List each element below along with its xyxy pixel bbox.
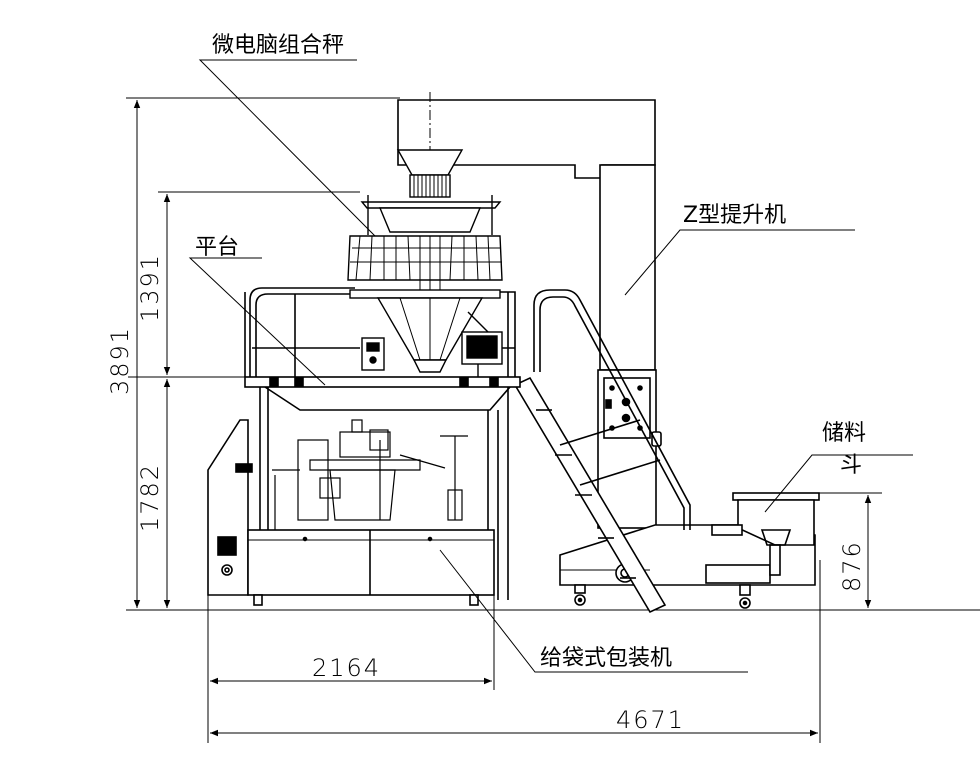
packing-machine-drawing <box>207 419 495 606</box>
storage-hopper-drawing <box>711 492 820 576</box>
dim-total-height: 3891 <box>106 326 134 395</box>
dim-packer-height: 1782 <box>136 463 164 532</box>
label-elevator: Z型提升机 <box>683 203 786 228</box>
dim-packer-width: 2164 <box>312 654 381 682</box>
component-labels: 微电脑组合秤 平台 Z型提升机 储料 斗 给袋式包装机 <box>195 33 866 671</box>
staircase-drawing <box>513 289 691 614</box>
dimension-values: 3891 1391 1782 876 2164 4671 <box>106 253 866 734</box>
label-hopper-line2: 斗 <box>840 453 862 478</box>
label-platform: 平台 <box>195 235 239 260</box>
multihead-weigher-drawing <box>347 149 503 377</box>
platform-drawing <box>244 287 521 600</box>
leader-lines <box>188 59 913 673</box>
dim-weigher-height: 1391 <box>136 253 164 322</box>
dim-total-width: 4671 <box>616 706 685 734</box>
label-packer: 给袋式包装机 <box>540 646 672 671</box>
label-weigher: 微电脑组合秤 <box>212 33 344 58</box>
label-hopper-line1: 储料 <box>822 421 866 446</box>
dim-hopper-height: 876 <box>838 540 866 592</box>
dimension-lines <box>126 97 980 743</box>
